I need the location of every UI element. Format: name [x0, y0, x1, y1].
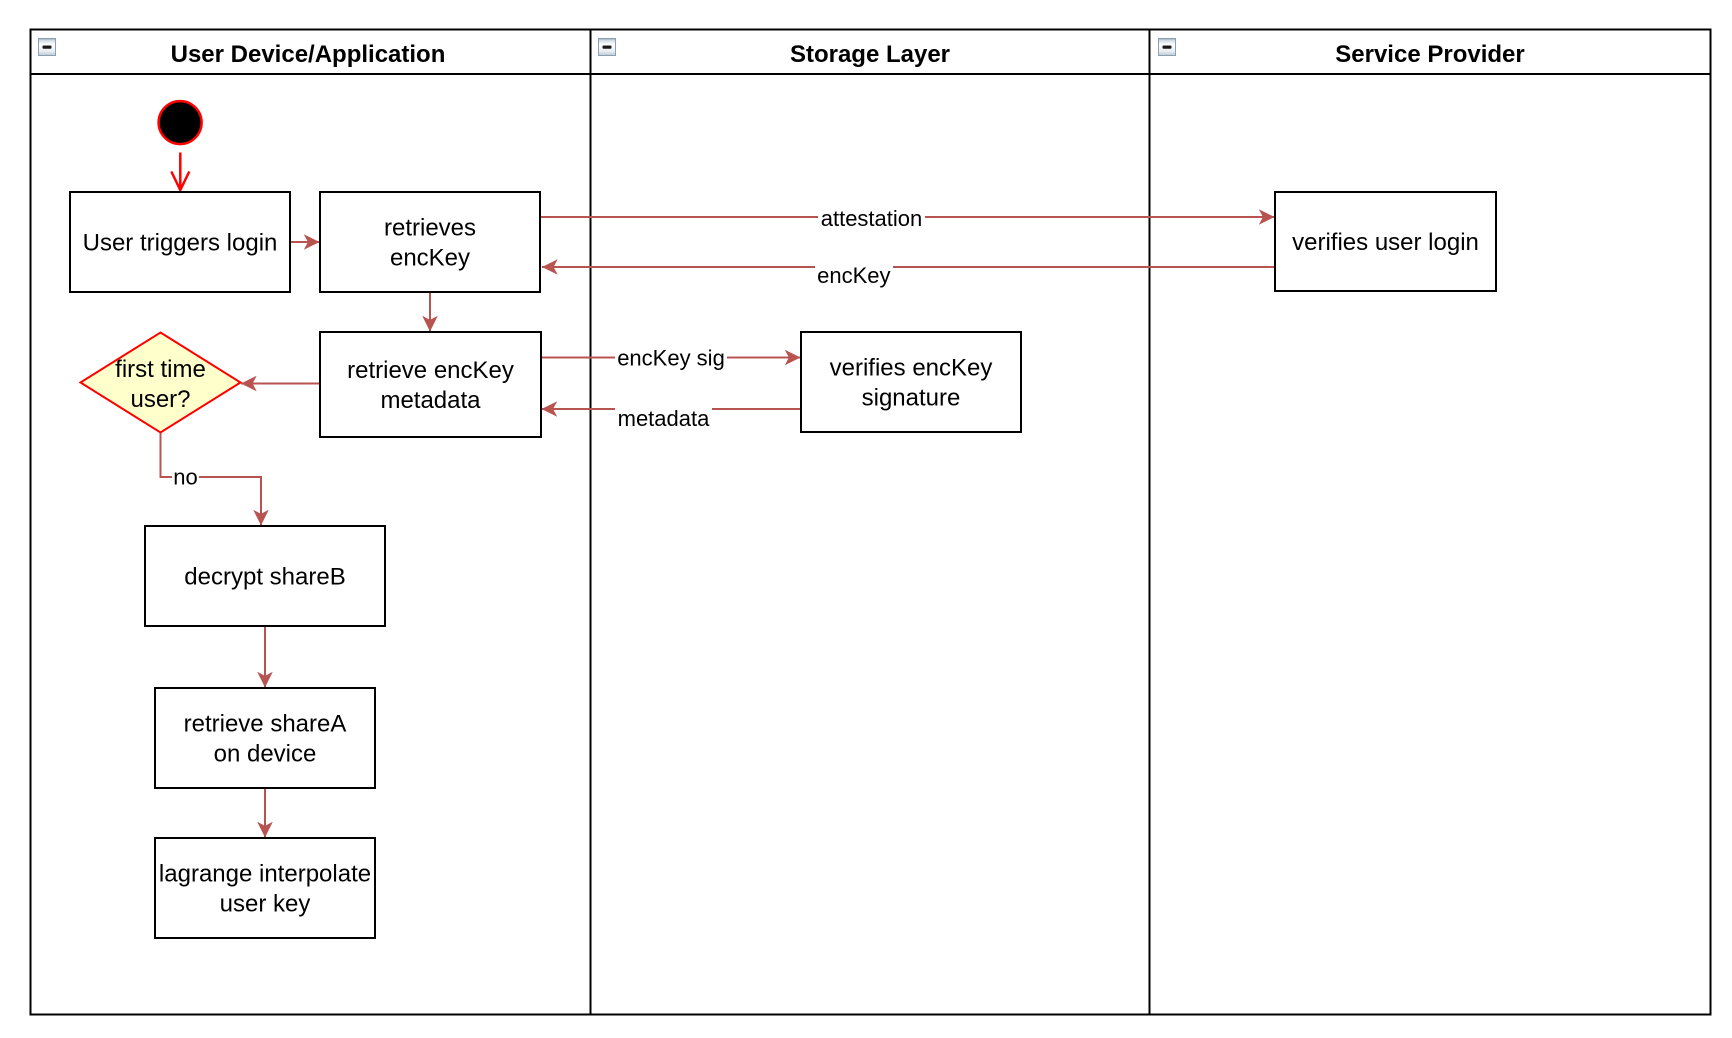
svg-text:retrieve shareA: retrieve shareA: [184, 711, 347, 738]
svg-text:signature: signature: [862, 385, 961, 412]
svg-text:metadata: metadata: [380, 387, 481, 414]
svg-text:user?: user?: [130, 386, 190, 413]
svg-text:Service Provider: Service Provider: [1335, 41, 1524, 68]
svg-text:verifies user login: verifies user login: [1292, 229, 1479, 256]
svg-text:on device: on device: [214, 741, 317, 768]
svg-text:retrieves: retrieves: [384, 215, 476, 242]
svg-text:no: no: [173, 465, 197, 490]
svg-text:attestation: attestation: [821, 206, 923, 231]
svg-text:decrypt shareB: decrypt shareB: [184, 564, 345, 591]
svg-text:User Device/Application: User Device/Application: [171, 41, 446, 68]
svg-text:retrieve encKey: retrieve encKey: [347, 357, 514, 384]
svg-text:Storage Layer: Storage Layer: [790, 41, 950, 68]
svg-text:verifies encKey: verifies encKey: [830, 355, 993, 382]
svg-text:User triggers login: User triggers login: [83, 230, 278, 257]
svg-text:metadata: metadata: [618, 406, 710, 431]
svg-text:encKey: encKey: [390, 245, 470, 272]
svg-text:first time: first time: [115, 356, 206, 383]
svg-text:user key: user key: [220, 891, 311, 918]
svg-text:encKey sig: encKey sig: [617, 346, 725, 371]
svg-text:lagrange interpolate: lagrange interpolate: [159, 861, 371, 888]
svg-text:encKey: encKey: [817, 263, 890, 288]
